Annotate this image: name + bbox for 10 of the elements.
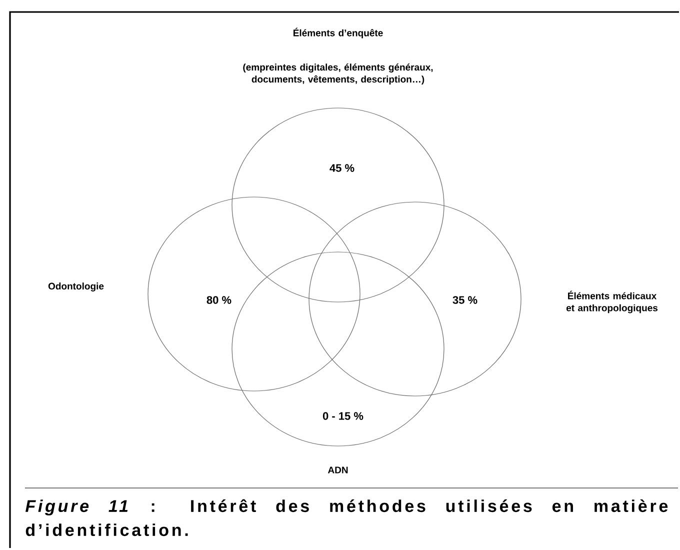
figure-caption: Figure 11 : Intérêt des méthodes utilisées en matière d’identification. [26, 499, 668, 536]
set-label: Odontologie [48, 282, 104, 292]
percentage-label: 45 % [330, 164, 354, 172]
percentage-label: 35 % [452, 296, 478, 304]
set-label: ADN [328, 466, 348, 474]
set-label: (empreintes digitales, éléments généraux, documents, vêtements, description…) [243, 64, 433, 84]
percentage-label: 80 % [206, 296, 232, 304]
set-label: Éléments médicaux et anthropologiques [566, 290, 658, 314]
percentage-label: 0 - 15 % [322, 412, 364, 420]
set-label: Éléments d’enquête [294, 28, 383, 38]
